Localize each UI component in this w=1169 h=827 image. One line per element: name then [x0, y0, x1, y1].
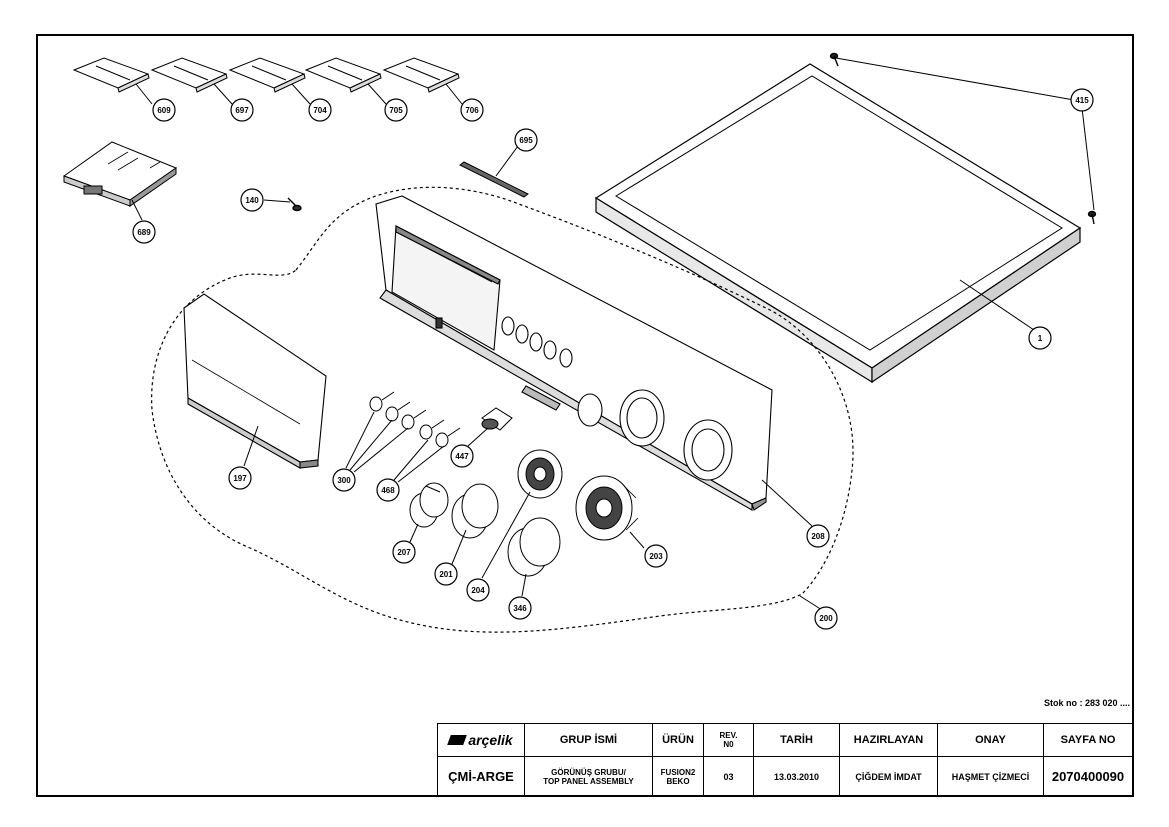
- svg-text:140: 140: [245, 196, 259, 205]
- leader-lines: [131, 57, 1095, 611]
- group-value-line1: GÖRÜNÜŞ GRUBU/: [551, 767, 626, 777]
- button-447: [481, 407, 513, 431]
- svg-text:447: 447: [455, 452, 469, 461]
- product-value-line1: FUSION2: [660, 767, 696, 777]
- callout-415: 415: [1070, 88, 1094, 112]
- svg-text:208: 208: [811, 532, 825, 541]
- stock-number: Stok no : 283 020 ....: [1043, 698, 1130, 708]
- svg-text:204: 204: [471, 586, 485, 595]
- svg-text:697: 697: [235, 106, 249, 115]
- header-page: SAYFA NO: [1043, 723, 1133, 757]
- callout-704: 704: [308, 98, 332, 122]
- knob-346: [507, 517, 561, 577]
- trim-plate-705: [304, 57, 382, 93]
- svg-text:705: 705: [389, 106, 403, 115]
- callout-697: 697: [230, 98, 254, 122]
- callout-140: 140: [240, 188, 264, 212]
- top-lid: [594, 63, 1082, 384]
- callout-1: 1: [1028, 326, 1052, 350]
- svg-text:468: 468: [381, 486, 395, 495]
- callout-346: 346: [508, 596, 532, 620]
- group-value: GÖRÜNÜŞ GRUBU/ TOP PANEL ASSEMBLY: [524, 756, 653, 797]
- callout-468: 468: [376, 478, 400, 502]
- header-approval: ONAY: [937, 723, 1044, 757]
- svg-text:1: 1: [1038, 334, 1043, 343]
- group-value-line2: TOP PANEL ASSEMBLY: [543, 776, 634, 786]
- header-rev-label: REV.: [719, 731, 738, 740]
- logo-text: arçelik: [468, 732, 513, 748]
- trim-plate-609: [72, 57, 150, 93]
- callout-208: 208: [806, 524, 830, 548]
- product-value-line2: BEKO: [666, 776, 690, 786]
- company-logo: arçelik: [437, 723, 525, 757]
- header-rev: REV. N0: [703, 723, 754, 757]
- product-value: FUSION2 BEKO: [652, 756, 704, 797]
- header-group: GRUP İSMİ: [524, 723, 653, 757]
- callout-609: 609: [152, 98, 176, 122]
- assembly-boundary-200: [151, 186, 854, 633]
- callout-207: 207: [392, 540, 416, 564]
- svg-text:695: 695: [519, 136, 533, 145]
- date-value: 13.03.2010: [753, 756, 840, 797]
- knob-201: [451, 483, 499, 539]
- callout-197: 197: [228, 466, 252, 490]
- callout-695: 695: [514, 128, 538, 152]
- callout-689: 689: [132, 220, 156, 244]
- callout-705: 705: [384, 98, 408, 122]
- rev-value: 03: [703, 756, 754, 797]
- svg-text:609: 609: [157, 106, 171, 115]
- svg-text:207: 207: [397, 548, 411, 557]
- screws-415: [829, 52, 1097, 225]
- title-block: arçelik GRUP İSMİ ÜRÜN REV. N0 TARİH HAZ…: [437, 723, 1133, 797]
- svg-text:200: 200: [819, 614, 833, 623]
- header-date: TARİH: [753, 723, 840, 757]
- control-panel-208: [375, 195, 773, 511]
- push-buttons-468: [419, 419, 461, 448]
- trim-plate-704: [228, 57, 306, 93]
- callout-447: 447: [450, 444, 474, 468]
- callout-200: 200: [814, 606, 838, 630]
- header-rev-no: N0: [723, 740, 734, 749]
- push-buttons-300: [369, 391, 427, 430]
- svg-text:689: 689: [137, 228, 151, 237]
- selector-204: [517, 449, 563, 499]
- svg-text:203: 203: [649, 552, 663, 561]
- page-number-value: 2070400090: [1043, 756, 1133, 797]
- prepared-value: ÇİĞDEM İMDAT: [839, 756, 938, 797]
- trim-plate-706: [382, 57, 460, 93]
- svg-text:346: 346: [513, 604, 527, 613]
- knob-207: [409, 482, 449, 528]
- svg-text:706: 706: [465, 106, 479, 115]
- callout-300: 300: [332, 468, 356, 492]
- trim-plate-697: [150, 57, 228, 93]
- svg-text:300: 300: [337, 476, 351, 485]
- callout-204: 204: [466, 578, 490, 602]
- approval-value: HAŞMET ÇİZMECİ: [937, 756, 1044, 797]
- svg-text:201: 201: [439, 570, 453, 579]
- header-product: ÜRÜN: [652, 723, 704, 757]
- callout-706: 706: [460, 98, 484, 122]
- svg-text:197: 197: [233, 474, 247, 483]
- svg-text:704: 704: [313, 106, 327, 115]
- cover-689: [62, 141, 178, 207]
- svg-text:415: 415: [1075, 96, 1089, 105]
- callout-201: 201: [434, 562, 458, 586]
- drawer-front-197: [183, 293, 327, 469]
- callout-203: 203: [644, 544, 668, 568]
- department-value: ÇMİ-ARGE: [437, 756, 525, 797]
- strip-695: [459, 161, 529, 198]
- header-prepared: HAZIRLAYAN: [839, 723, 938, 757]
- screw-140: [287, 197, 302, 212]
- arcelik-logo-icon: [447, 735, 468, 745]
- selector-203: [575, 475, 639, 541]
